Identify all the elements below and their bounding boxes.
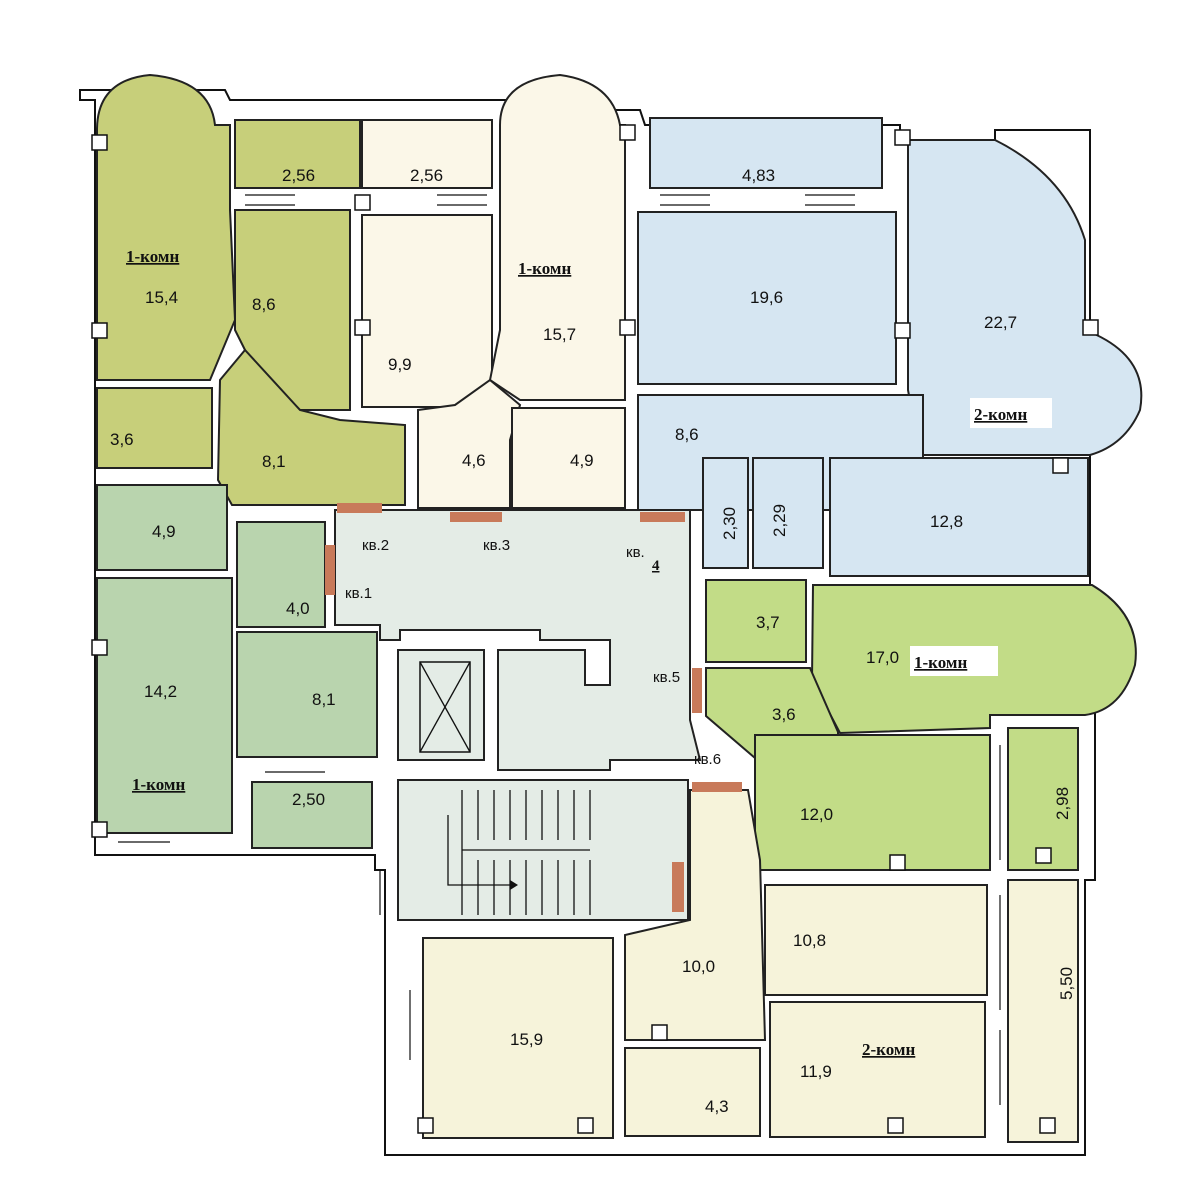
apt6-type-label: 2-комн [862,1040,915,1059]
area-a6-bath: 4,3 [705,1097,729,1116]
a2-bath[interactable] [511,407,626,509]
apt4-type-label: 1-комн [132,775,185,794]
area-a3-room1: 19,6 [750,288,783,307]
apartment-3 [637,117,1143,577]
apt5-type-label: 1-комн [914,653,967,672]
kv4-label: кв. [626,544,645,561]
area-a3-balcony: 4,83 [742,166,775,185]
area-a4-bath: 4,9 [152,522,176,541]
area-a4-hall: 4,0 [286,599,310,618]
area-a3-wc2: 2,29 [770,504,789,537]
kv4-number: 4 [652,558,660,574]
kv5-label: кв.5 [653,669,680,686]
area-a2-balcony: 2,56 [410,166,443,185]
apartment-2 [361,73,626,509]
apt3-type-label: 2-комн [974,405,1027,424]
a3-wc1[interactable] [702,457,749,569]
area-a4-kitchen: 8,1 [312,690,336,709]
area-a6-kitchen: 10,8 [793,931,826,950]
area-a1-main: 15,4 [145,288,178,307]
area-a2-kitchen: 9,9 [388,355,412,374]
area-a5-kitchen: 12,0 [800,805,833,824]
apt1-type-label: 1-комн [126,247,179,266]
area-a5-hall: 3,6 [772,705,796,724]
a4-main-room[interactable] [96,577,233,834]
area-a5-balcony: 2,98 [1053,787,1072,820]
door-kv2[interactable] [337,503,382,513]
apartment-4 [96,484,378,849]
a4-kitchen[interactable] [236,631,378,758]
a6-bath[interactable] [624,1047,761,1137]
a3-wc2[interactable] [752,457,824,569]
entrance-doors [325,503,742,912]
area-a1-balcony: 2,56 [282,166,315,185]
elevator-icon [419,661,471,753]
door-kv3[interactable] [450,512,502,522]
door-kv1[interactable] [325,545,335,595]
a6-room2[interactable] [769,1001,986,1138]
a3-kitchen[interactable] [829,457,1089,577]
area-a5-bath: 3,7 [756,613,780,632]
area-labels: 15,4 2,56 8,6 3,6 8,1 2,56 9,9 15,7 4,6 … [110,166,1076,1116]
a3-room2[interactable] [907,139,1143,456]
area-a3-room2: 22,7 [984,313,1017,332]
area-a6-hall: 10,0 [682,957,715,976]
area-a6-balcony: 5,50 [1057,967,1076,1000]
a4-hall[interactable] [236,521,326,628]
a1-balcony[interactable] [234,119,361,189]
kv2-label: кв.2 [362,537,389,554]
door-stair[interactable] [672,862,684,912]
area-a6-room1: 15,9 [510,1030,543,1049]
entrance-labels: кв.1 кв.2 кв.3 кв. 4 кв.5 кв.6 [345,537,721,768]
a2-main-room[interactable] [488,73,626,401]
window-markers [118,194,1001,1105]
area-a3-wc1: 2,30 [720,507,739,540]
a1-bath[interactable] [96,387,213,469]
area-a5-main: 17,0 [866,648,899,667]
area-a6-room2: 11,9 [800,1062,832,1081]
lobby-corridor[interactable] [334,509,702,771]
a5-bath[interactable] [705,579,807,663]
area-a2-hall: 4,6 [462,451,486,470]
a5-kitchen[interactable] [754,734,991,871]
area-a1-bath: 3,6 [110,430,134,449]
a6-room1[interactable] [422,937,614,1139]
area-a3-kitchen: 12,8 [930,512,963,531]
door-kv5[interactable] [692,668,702,713]
apartment-6 [422,789,1079,1143]
apartment-1 [96,73,406,506]
a1-main-room[interactable] [96,73,237,381]
door-kv4[interactable] [640,512,685,522]
a3-room1[interactable] [637,211,897,385]
area-a2-main: 15,7 [543,325,576,344]
elevator-shaft [397,649,485,761]
kv3-label: кв.3 [483,537,510,554]
a6-balcony[interactable] [1007,879,1079,1143]
kv6-label: кв.6 [694,751,721,768]
a6-kitchen[interactable] [764,884,988,996]
a6-hall[interactable] [624,789,767,1041]
pillars [91,124,1099,1134]
a2-kitchen[interactable] [361,214,493,408]
door-kv6[interactable] [692,782,742,792]
kv1-label: кв.1 [345,585,372,602]
apartment-type-labels: 1-комн 1-комн 2-комн 1-комн 1-комн 2-ком… [126,247,1052,1059]
apt2-type-label: 1-комн [518,259,571,278]
a5-balcony[interactable] [1007,727,1079,871]
area-a1-kitchen: 8,6 [252,295,276,314]
area-a2-bath: 4,9 [570,451,594,470]
a4-balcony[interactable] [251,781,373,849]
area-a1-hall: 8,1 [262,452,286,471]
area-a4-balcony: 2,50 [292,790,325,809]
a2-balcony[interactable] [361,119,493,189]
area-a4-main: 14,2 [144,682,177,701]
a3-balcony[interactable] [649,117,883,189]
stairs-icon [447,790,591,915]
area-a3-hall: 8,6 [675,425,699,444]
a4-bath[interactable] [96,484,228,571]
